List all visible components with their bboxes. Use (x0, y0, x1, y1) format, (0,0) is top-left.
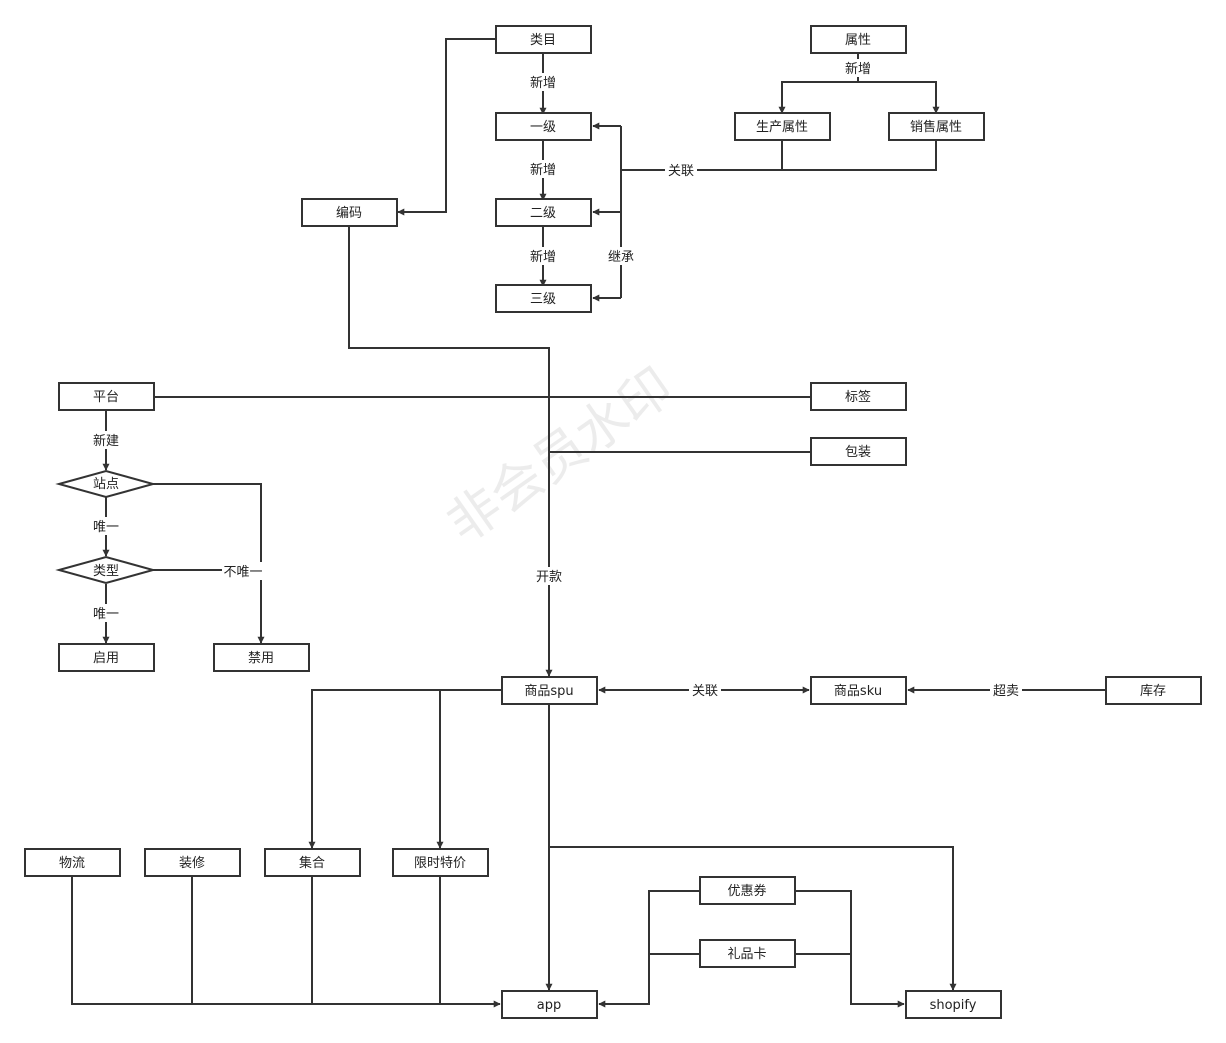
svg-text:装修: 装修 (179, 856, 205, 871)
node-sales-attribute[interactable]: 销售属性 (888, 112, 985, 141)
svg-text:新增: 新增 (530, 162, 556, 178)
svg-text:唯一: 唯一 (93, 520, 119, 535)
svg-text:销售属性: 销售属性 (910, 119, 962, 135)
svg-text:新增: 新增 (845, 61, 871, 77)
node-code[interactable]: 编码 (301, 198, 398, 227)
node-category[interactable]: 类目 (495, 25, 592, 54)
node-production-attribute[interactable]: 生产属性 (734, 112, 831, 141)
svg-text:新建: 新建 (93, 433, 119, 449)
svg-text:标签: 标签 (845, 389, 871, 405)
edge-label-add1: 新增 (527, 73, 559, 91)
svg-text:礼品卡: 礼品卡 (727, 946, 766, 962)
node-site-decision[interactable]: 站点 (55, 469, 157, 499)
watermark: 非会员水印 (437, 357, 684, 555)
svg-text:限时特价: 限时特价 (414, 856, 466, 871)
svg-text:超卖: 超卖 (993, 684, 1019, 699)
node-level1[interactable]: 一级 (495, 112, 592, 141)
svg-text:app: app (537, 998, 561, 1013)
svg-text:二级: 二级 (530, 206, 556, 221)
edge-label-oversell: 超卖 (990, 681, 1022, 699)
edge-label-not-unique: 不唯一 (222, 562, 264, 580)
svg-text:新增: 新增 (530, 249, 556, 265)
svg-text:开款: 开款 (536, 570, 562, 585)
edge-label-relate-attr: 关联 (665, 161, 697, 179)
edge-code-spu (348, 227, 553, 677)
node-inventory[interactable]: 库存 (1105, 676, 1202, 705)
svg-text:商品spu: 商品spu (524, 684, 573, 699)
svg-text:编码: 编码 (336, 206, 362, 221)
svg-text:关联: 关联 (692, 684, 718, 699)
edge-sales-relate (782, 141, 937, 171)
svg-text:一级: 一级 (530, 120, 556, 135)
node-level2[interactable]: 二级 (495, 198, 592, 227)
node-app[interactable]: app (501, 990, 598, 1019)
node-package[interactable]: 包装 (810, 437, 907, 466)
svg-text:优惠券: 优惠券 (727, 883, 766, 899)
node-gift-card[interactable]: 礼品卡 (699, 939, 796, 968)
edge-label-unique1: 唯一 (90, 517, 122, 535)
node-spu[interactable]: 商品spu (501, 676, 598, 705)
svg-text:shopify: shopify (930, 998, 977, 1013)
edge-label-add3: 新增 (527, 247, 559, 265)
node-enable[interactable]: 启用 (58, 643, 155, 672)
node-coupon[interactable]: 优惠券 (699, 876, 796, 905)
edge-label-create: 新建 (90, 431, 122, 449)
edge-logistics-app (71, 877, 501, 1008)
svg-text:集合: 集合 (299, 855, 325, 871)
node-sku[interactable]: 商品sku (810, 676, 907, 705)
edge-prod-relate (621, 141, 783, 171)
node-disable[interactable]: 禁用 (213, 643, 310, 672)
edge-coupon-shopify (796, 890, 905, 1008)
svg-text:平台: 平台 (93, 390, 119, 405)
node-decoration[interactable]: 装修 (144, 848, 241, 877)
node-collection[interactable]: 集合 (264, 848, 361, 877)
edge-coupon-app (598, 890, 699, 1008)
svg-text:包装: 包装 (845, 445, 871, 460)
node-level3[interactable]: 三级 (495, 284, 592, 313)
svg-text:库存: 库存 (1140, 683, 1166, 699)
svg-text:禁用: 禁用 (248, 651, 274, 666)
node-tag[interactable]: 标签 (810, 382, 907, 411)
edge-label-unique2: 唯一 (90, 604, 122, 622)
svg-text:启用: 启用 (93, 651, 119, 666)
svg-text:关联: 关联 (668, 164, 694, 179)
node-flash-sale[interactable]: 限时特价 (392, 848, 489, 877)
edge-label-inherit: 继承 (605, 247, 637, 265)
svg-text:商品sku: 商品sku (834, 684, 882, 699)
svg-text:不唯一: 不唯一 (223, 565, 262, 580)
node-shopify[interactable]: shopify (905, 990, 1002, 1019)
svg-text:站点: 站点 (93, 477, 119, 492)
svg-text:类目: 类目 (530, 33, 556, 48)
svg-text:唯一: 唯一 (93, 607, 119, 622)
svg-text:物流: 物流 (59, 856, 85, 871)
edge-label-add2: 新增 (527, 160, 559, 178)
svg-text:新增: 新增 (530, 75, 556, 91)
edge-label-launch: 开款 (533, 567, 565, 585)
node-logistics[interactable]: 物流 (24, 848, 121, 877)
edge-spu-collection (308, 689, 501, 849)
edge-category-code (397, 38, 495, 216)
edge-label-add-attr: 新增 (842, 59, 874, 77)
edge-site-disable (153, 483, 265, 644)
svg-text:继承: 继承 (608, 250, 634, 265)
node-platform[interactable]: 平台 (58, 382, 155, 411)
edge-attribute-sales (858, 81, 940, 114)
edge-spu-shopify (549, 846, 957, 991)
svg-text:生产属性: 生产属性 (756, 120, 808, 135)
edge-label-relate-sku: 关联 (689, 681, 721, 699)
svg-text:类型: 类型 (93, 564, 119, 579)
node-attribute[interactable]: 属性 (810, 25, 907, 54)
node-type-decision[interactable]: 类型 (55, 555, 157, 585)
svg-text:三级: 三级 (530, 292, 556, 307)
svg-text:属性: 属性 (845, 33, 871, 48)
